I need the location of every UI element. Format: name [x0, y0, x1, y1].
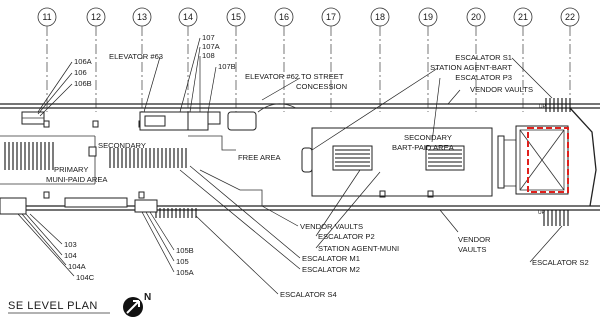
grid-bubble: 11 — [37, 7, 57, 27]
grid-bubble: 20 — [466, 7, 486, 27]
north-arrow-icon — [123, 297, 143, 317]
svg-text:20: 20 — [471, 12, 481, 22]
room-label-105b: 105B — [176, 246, 194, 255]
east-escalator-well — [515, 125, 569, 195]
bart-paid-area-label: BART-PAID AREA — [392, 143, 455, 152]
escalator-m1-m2 — [109, 148, 187, 168]
escalator-s4 — [155, 208, 197, 218]
room-label-104: 104 — [64, 251, 77, 260]
room-label-104a: 104A — [68, 262, 87, 271]
room-label-105: 105 — [176, 257, 189, 266]
svg-text:18: 18 — [375, 12, 385, 22]
station-agent-muni-booth — [88, 146, 97, 157]
elevator-62 — [227, 103, 297, 131]
svg-text:17: 17 — [326, 12, 336, 22]
secondary-label: SECONDARY — [404, 133, 452, 142]
leader-lines — [17, 37, 563, 295]
grid-bubble: 22 — [560, 7, 580, 27]
plan-title-block: SE LEVEL PLAN N — [8, 292, 151, 317]
svg-text:15: 15 — [231, 12, 241, 22]
elevator-62-label: ELEVATOR #62 TO STREET — [245, 72, 344, 81]
fare-lines — [94, 135, 263, 206]
escalator-p3-label: ESCALATOR P3 — [455, 73, 512, 82]
vendor-vaults-label: VENDOR VAULTS — [470, 85, 533, 94]
primary-booth — [64, 197, 128, 208]
rooms-106 — [21, 111, 45, 125]
svg-text:14: 14 — [183, 12, 193, 22]
svg-text:13: 13 — [137, 12, 147, 22]
room-label-103: 103 — [64, 240, 77, 249]
escalator-m1-label: ESCALATOR M1 — [302, 254, 360, 263]
room-label-106a: 106A — [74, 57, 93, 66]
escalator-s1 — [545, 98, 571, 112]
room-103-104 — [0, 197, 27, 215]
vendor-label: VENDOR — [458, 235, 491, 244]
north-label: N — [144, 292, 151, 303]
svg-text:22: 22 — [565, 12, 575, 22]
grid-bubbles: 11 12 13 14 15 16 17 18 19 20 21 22 — [37, 7, 580, 27]
room-label-108: 108 — [202, 51, 215, 60]
muni-paid-area-label: MUNI-PAID AREA — [46, 175, 108, 184]
bart-paid-area — [301, 127, 520, 197]
secondary-label: SECONDARY — [98, 141, 146, 150]
station-walls — [0, 103, 600, 211]
primary-label: PRIMARY — [54, 165, 88, 174]
room-label-106: 106 — [74, 68, 87, 77]
concession-label: CONCESSION — [296, 82, 347, 91]
escalator-p2-label: ESCALATOR P2 — [318, 232, 375, 241]
room-105 — [134, 199, 158, 213]
grid-bubble: 18 — [370, 7, 390, 27]
escalator-m2-label: ESCALATOR M2 — [302, 265, 360, 274]
escalator-s1-label: ESCALATOR S1 — [455, 53, 512, 62]
vaults-label: VAULTS — [458, 245, 486, 254]
elevator-63-label: ELEVATOR #63 — [109, 52, 163, 61]
grid-bubble: 15 — [226, 7, 246, 27]
escalator-p2 — [332, 145, 373, 171]
svg-text:21: 21 — [518, 12, 528, 22]
escalator-s2-label: ESCALATOR S2 — [532, 258, 589, 267]
station-agent-bart-label: STATION AGENT-BART — [430, 63, 512, 72]
grid-bubble: 14 — [178, 7, 198, 27]
svg-text:16: 16 — [279, 12, 289, 22]
station-agent-muni-label: STATION AGENT-MUNI — [318, 244, 399, 253]
escalator-s4-label: ESCALATOR S4 — [280, 290, 337, 299]
highlight-box — [527, 127, 569, 193]
grid-bubble: 21 — [513, 7, 533, 27]
grid-bubble: 16 — [274, 7, 294, 27]
svg-text:12: 12 — [91, 12, 101, 22]
room-label-107a: 107A — [202, 42, 221, 51]
free-area-label: FREE AREA — [238, 153, 282, 162]
escalator-s2 — [543, 210, 569, 226]
room-label-106b: 106B — [74, 79, 92, 88]
svg-text:11: 11 — [42, 12, 51, 22]
rooms-107-108 — [139, 111, 221, 131]
room-label-105a: 105A — [176, 268, 195, 277]
room-label-107: 107 — [202, 33, 215, 42]
grid-bubble: 12 — [86, 7, 106, 27]
grid-bubble: 19 — [418, 7, 438, 27]
room-label-107b: 107B — [218, 62, 236, 71]
plan-title: SE LEVEL PLAN — [8, 300, 98, 312]
vendor-vaults-label: VENDOR VAULTS — [300, 222, 363, 231]
grid-bubble: 13 — [132, 7, 152, 27]
svg-text:19: 19 — [423, 12, 433, 22]
escalator-primary-left — [4, 142, 54, 170]
up-label: UP — [538, 210, 546, 216]
room-label-104c: 104C — [76, 273, 95, 282]
up-label: UP — [539, 104, 547, 110]
escalator-p3 — [425, 145, 465, 171]
grid-bubble: 17 — [321, 7, 341, 27]
plan-labels: 106A 106 106B ELEVATOR #63 107 107A 108 … — [46, 33, 589, 299]
